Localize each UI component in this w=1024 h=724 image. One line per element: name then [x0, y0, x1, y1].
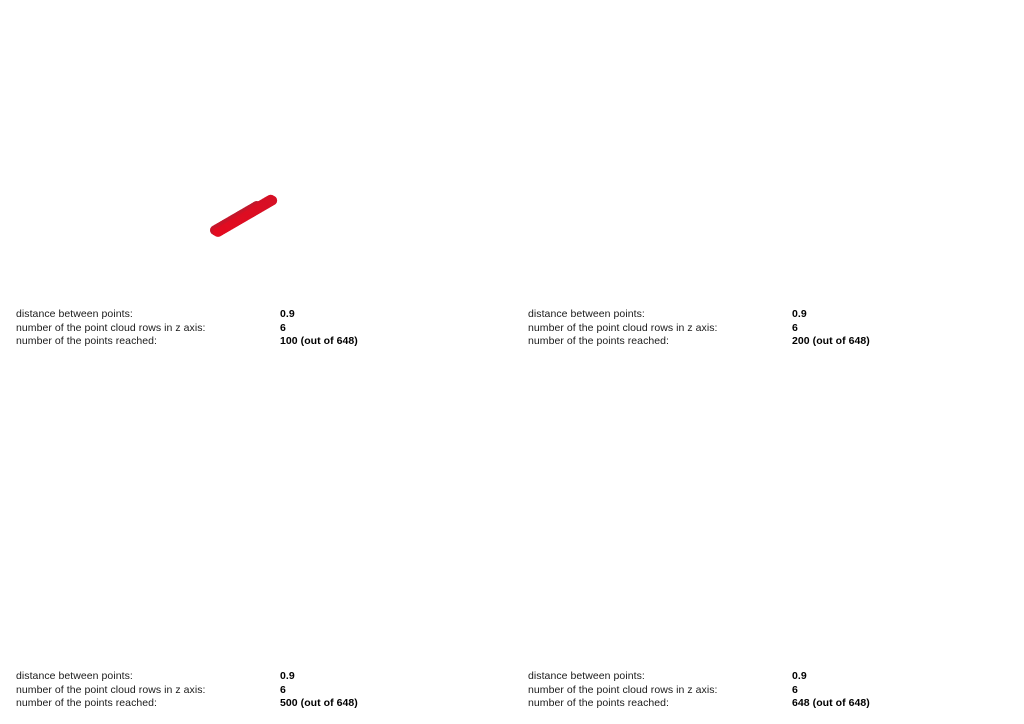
isometric-path-plot	[0, 0, 512, 362]
panel-caption: distance between points: 0.9 number of t…	[16, 670, 496, 710]
caption-label-distance: distance between points:	[528, 670, 645, 683]
caption-value-reached: 100 (out of 648)	[280, 334, 358, 347]
panel-bottom-right: distance between points: 0.9 number of t…	[512, 362, 1024, 724]
caption-row-distance: distance between points: 0.9	[16, 308, 496, 321]
caption-label-rows: number of the point cloud rows in z axis…	[16, 683, 206, 696]
caption-row-rows: number of the point cloud rows in z axis…	[528, 684, 1008, 697]
caption-label-distance: distance between points:	[528, 308, 645, 321]
path-dot	[213, 227, 223, 237]
caption-row-rows: number of the point cloud rows in z axis…	[16, 322, 496, 335]
panel-caption: distance between points: 0.9 number of t…	[528, 670, 1008, 710]
panel-top-left: distance between points: 0.9 number of t…	[0, 0, 512, 362]
caption-label-distance: distance between points:	[16, 308, 133, 321]
panel-bottom-left: distance between points: 0.9 number of t…	[0, 362, 512, 724]
caption-value-distance: 0.9	[280, 670, 295, 683]
caption-row-distance: distance between points: 0.9	[528, 670, 1008, 683]
caption-value-rows: 6	[280, 321, 286, 334]
caption-value-distance: 0.9	[792, 670, 807, 683]
caption-label-reached: number of the points reached:	[16, 334, 158, 347]
panel-top-right: distance between points: 0.9 number of t…	[512, 0, 1024, 362]
caption-value-rows: 6	[792, 321, 798, 334]
path-point-layer	[210, 194, 278, 237]
panel-caption: distance between points: 0.9 number of t…	[16, 308, 496, 348]
caption-row-reached: number of the points reached: 200 (out o…	[528, 335, 1008, 348]
caption-value-distance: 0.9	[792, 308, 807, 321]
caption-row-distance: distance between points: 0.9	[16, 670, 496, 683]
caption-row-rows: number of the point cloud rows in z axis…	[16, 684, 496, 697]
caption-label-distance: distance between points:	[16, 670, 133, 683]
panel-caption: distance between points: 0.9 number of t…	[528, 308, 1008, 348]
caption-value-reached: 200 (out of 648)	[792, 334, 870, 347]
caption-label-reached: number of the points reached:	[16, 696, 158, 709]
caption-row-reached: number of the points reached: 100 (out o…	[16, 335, 496, 348]
caption-label-rows: number of the point cloud rows in z axis…	[528, 321, 718, 334]
caption-label-rows: number of the point cloud rows in z axis…	[528, 683, 718, 696]
caption-value-rows: 6	[280, 683, 286, 696]
caption-value-rows: 6	[792, 683, 798, 696]
caption-label-rows: number of the point cloud rows in z axis…	[16, 321, 206, 334]
caption-value-reached: 500 (out of 648)	[280, 696, 358, 709]
path-canvas	[210, 194, 278, 237]
caption-value-reached: 648 (out of 648)	[792, 696, 870, 709]
caption-row-distance: distance between points: 0.9	[528, 308, 1008, 321]
caption-value-distance: 0.9	[280, 308, 295, 321]
caption-row-reached: number of the points reached: 648 (out o…	[528, 697, 1008, 710]
caption-row-rows: number of the point cloud rows in z axis…	[528, 322, 1008, 335]
caption-row-reached: number of the points reached: 500 (out o…	[16, 697, 496, 710]
caption-label-reached: number of the points reached:	[528, 696, 670, 709]
caption-label-reached: number of the points reached:	[528, 334, 670, 347]
